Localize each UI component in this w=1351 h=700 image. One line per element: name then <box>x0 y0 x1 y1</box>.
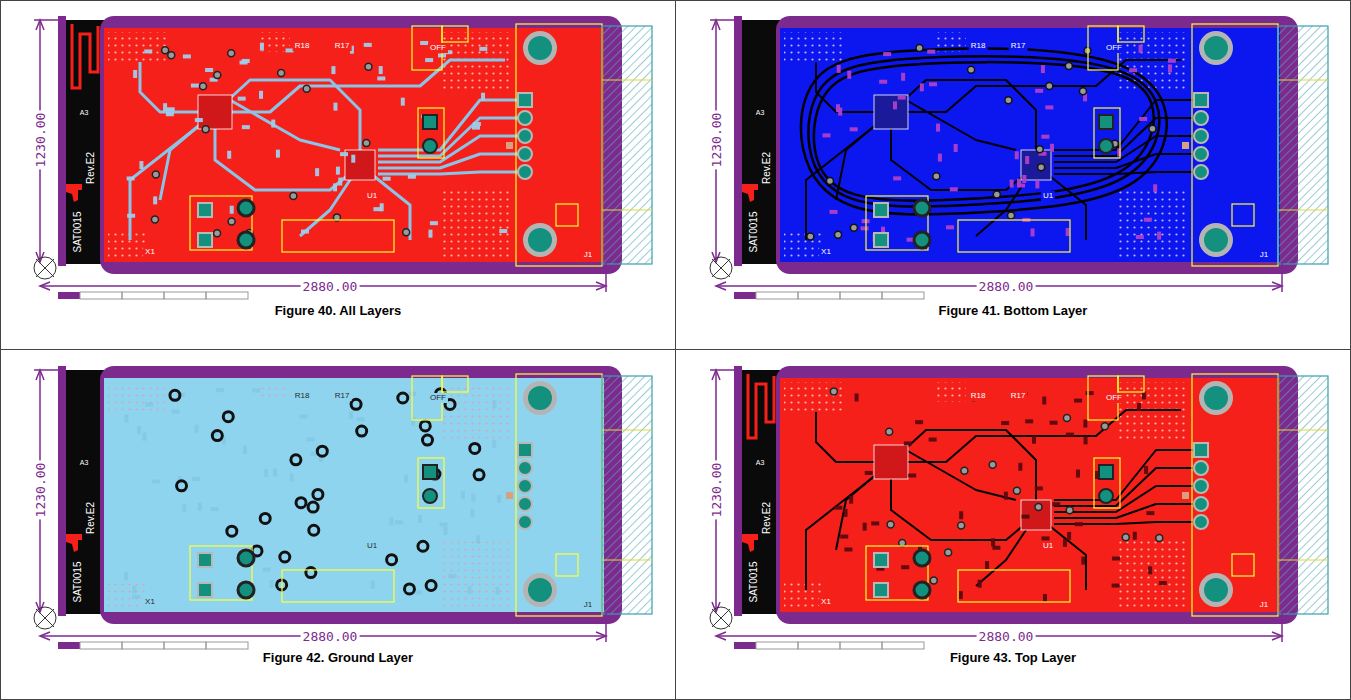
figure-caption: Figure 40. All Layers <box>1 303 675 318</box>
pcb-board <box>34 366 652 649</box>
dimension-value: 2880.00 <box>301 629 360 644</box>
reference-designator: R17 <box>1009 391 1028 401</box>
reference-designator: X1 <box>143 597 157 607</box>
dimension-value: 2880.00 <box>977 629 1036 644</box>
reference-designator: U1 <box>365 541 379 551</box>
reference-designator: R17 <box>333 41 352 51</box>
reference-designator: R18 <box>293 41 312 51</box>
antenna-label: A3 <box>754 108 767 117</box>
pcb-board <box>710 16 1328 299</box>
reference-designator: J1 <box>582 250 594 260</box>
reference-designator: R18 <box>969 391 988 401</box>
reference-designator: R17 <box>1009 41 1028 51</box>
antenna-label: A3 <box>78 108 91 117</box>
figure-panel: Figure 42. Ground Layer <box>0 350 676 700</box>
dimension-value: 2880.00 <box>301 279 360 294</box>
pcb-board <box>34 16 652 299</box>
reference-designator: J1 <box>582 600 594 610</box>
reference-designator: R18 <box>969 41 988 51</box>
board-revision: Rev.E2 <box>85 150 97 186</box>
reference-designator: U1 <box>1041 191 1055 201</box>
reference-designator: X1 <box>143 247 157 257</box>
switch-label: OFF <box>1104 43 1124 53</box>
figure-panel: Figure 43. Top Layer <box>676 350 1351 700</box>
dimension-value: 1230.00 <box>709 461 724 520</box>
figure-caption: Figure 42. Ground Layer <box>1 650 675 665</box>
reference-designator: U1 <box>1041 541 1055 551</box>
figure-panel: Figure 40. All Layers <box>0 0 676 350</box>
board-id: SAT0015 <box>748 210 760 255</box>
switch-label: OFF <box>428 43 448 53</box>
reference-designator: R18 <box>293 391 312 401</box>
reference-designator: U1 <box>365 191 379 201</box>
figure-caption: Figure 41. Bottom Layer <box>676 303 1350 318</box>
figure-caption: Figure 43. Top Layer <box>676 650 1350 665</box>
figure-panel: Figure 41. Bottom Layer <box>676 0 1351 350</box>
dimension-value: 1230.00 <box>33 111 48 170</box>
reference-designator: J1 <box>1258 600 1270 610</box>
reference-designator: J1 <box>1258 250 1270 260</box>
reference-designator: X1 <box>819 597 833 607</box>
antenna-label: A3 <box>78 458 91 467</box>
board-revision: Rev.E2 <box>85 500 97 536</box>
antenna-label: A3 <box>754 458 767 467</box>
pcb-board <box>710 366 1328 649</box>
board-revision: Rev.E2 <box>761 500 773 536</box>
switch-label: OFF <box>1104 393 1124 403</box>
board-id: SAT0015 <box>72 560 84 605</box>
dimension-value: 1230.00 <box>33 461 48 520</box>
reference-designator: X1 <box>819 247 833 257</box>
board-revision: Rev.E2 <box>761 150 773 186</box>
board-id: SAT0015 <box>72 210 84 255</box>
dimension-value: 2880.00 <box>977 279 1036 294</box>
dimension-value: 1230.00 <box>709 111 724 170</box>
board-id: SAT0015 <box>748 560 760 605</box>
switch-label: OFF <box>428 393 448 403</box>
reference-designator: R17 <box>333 391 352 401</box>
